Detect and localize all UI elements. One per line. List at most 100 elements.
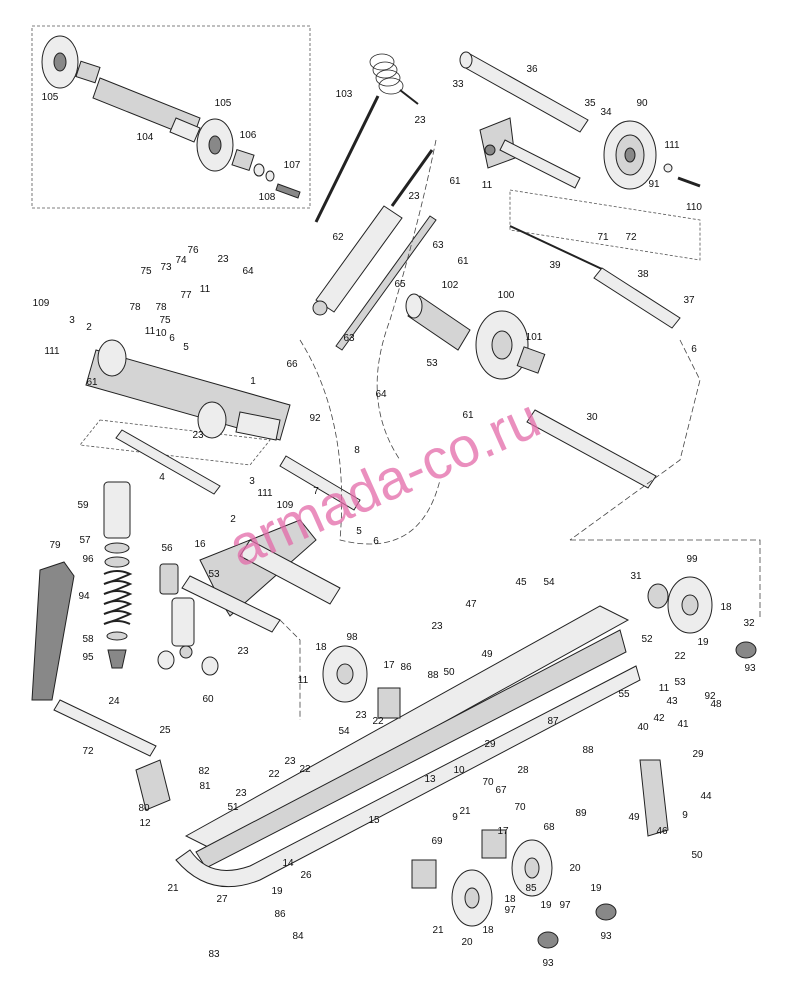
part-label: 69 <box>431 836 443 847</box>
part-label: 65 <box>394 279 406 290</box>
part-label: 23 <box>192 430 204 441</box>
part-label: 5 <box>183 342 189 353</box>
part-label: 11 <box>145 326 156 337</box>
shaft-4 <box>115 429 221 495</box>
part-label: 89 <box>575 808 587 819</box>
group-box-4 <box>79 419 271 466</box>
part-label: 34 <box>600 107 612 118</box>
part-label: 18 <box>504 894 516 905</box>
spring-stack <box>103 481 133 669</box>
part-label: 18 <box>482 925 494 936</box>
part-label: 92 <box>309 413 321 424</box>
part-label: 11 <box>482 180 493 191</box>
part-label: 74 <box>175 255 187 266</box>
part-label: 51 <box>227 802 239 813</box>
part-label: 101 <box>526 332 543 343</box>
part-label: 109 <box>277 500 294 511</box>
part-label: 21 <box>459 806 471 817</box>
part-label: 111 <box>257 488 273 499</box>
part-label: 3 <box>249 476 255 487</box>
part-label: 36 <box>526 64 538 75</box>
part-label: 10 <box>155 328 167 339</box>
torsion-spring <box>314 53 419 223</box>
part-label: 15 <box>368 815 380 826</box>
part-label: 31 <box>630 571 642 582</box>
part-label: 75 <box>159 315 171 326</box>
part-label: 79 <box>49 540 61 551</box>
part-label: 61 <box>462 410 474 421</box>
part-label: 72 <box>625 232 637 243</box>
part-label: 56 <box>161 543 173 554</box>
part-label: 8 <box>354 445 360 456</box>
part-label: 61 <box>86 377 98 388</box>
part-label: 53 <box>426 358 438 369</box>
part-label: 97 <box>559 900 571 911</box>
part-label: 19 <box>697 637 709 648</box>
part-label: 67 <box>495 785 507 796</box>
shaft-7 <box>279 455 361 511</box>
part-label: 14 <box>282 858 294 869</box>
part-label: 63 <box>432 240 444 251</box>
part-label: 70 <box>514 802 526 813</box>
part-label: 82 <box>198 766 210 777</box>
part-label: 106 <box>240 130 257 141</box>
part-label: 20 <box>569 863 581 874</box>
part-label: 53 <box>674 677 686 688</box>
block-80 <box>135 759 171 811</box>
part-label: 97 <box>504 905 516 916</box>
part-label: 17 <box>497 826 509 837</box>
part-label: 87 <box>547 716 559 727</box>
part-label: 107 <box>284 160 301 171</box>
part-label: 22 <box>674 651 686 662</box>
part-label: 19 <box>590 883 602 894</box>
link-79 <box>31 561 75 701</box>
part-label: 28 <box>517 765 529 776</box>
part-label: 54 <box>543 577 555 588</box>
part-label: 95 <box>82 652 94 663</box>
part-label: 23 <box>237 646 249 657</box>
part-label: 5 <box>356 526 362 537</box>
shaft-24 <box>53 699 157 757</box>
part-label: 63 <box>343 333 355 344</box>
part-label: 23 <box>431 621 443 632</box>
part-number-labels: 1051041051061071081032333363534901119111… <box>33 64 756 969</box>
part-label: 109 <box>33 298 50 309</box>
part-label: 84 <box>292 931 304 942</box>
part-label: 23 <box>355 710 367 721</box>
part-label: 102 <box>442 280 459 291</box>
part-label: 10 <box>453 765 465 776</box>
part-label: 22 <box>372 716 384 727</box>
part-label: 18 <box>315 642 327 653</box>
part-label: 19 <box>271 886 283 897</box>
shaft-38 <box>593 267 681 329</box>
part-label: 86 <box>400 662 412 673</box>
part-label: 50 <box>443 667 455 678</box>
front-arm-assembly <box>85 339 291 441</box>
part-label: 33 <box>452 79 464 90</box>
part-label: 27 <box>216 894 228 905</box>
shock-absorber-56 <box>157 563 219 676</box>
part-label: 105 <box>215 98 232 109</box>
part-label: 57 <box>79 535 91 546</box>
part-label: 4 <box>159 472 165 483</box>
part-label: 19 <box>540 900 552 911</box>
part-label: 61 <box>457 256 469 267</box>
part-label: 90 <box>636 98 648 109</box>
part-label: 61 <box>449 176 461 187</box>
part-label: 35 <box>584 98 596 109</box>
part-label: 29 <box>484 739 496 750</box>
part-label: 80 <box>138 803 150 814</box>
part-label: 39 <box>549 260 561 271</box>
wheel-99 <box>647 576 757 659</box>
part-label: 93 <box>744 663 756 674</box>
part-label: 96 <box>82 554 94 565</box>
part-label: 86 <box>274 909 286 920</box>
part-label: 88 <box>582 745 594 756</box>
rear-arm-16 <box>181 519 341 633</box>
part-label: 37 <box>683 295 695 306</box>
part-label: 2 <box>230 514 236 525</box>
part-label: 44 <box>700 791 712 802</box>
part-label: 108 <box>259 192 276 203</box>
part-label: 24 <box>108 696 120 707</box>
